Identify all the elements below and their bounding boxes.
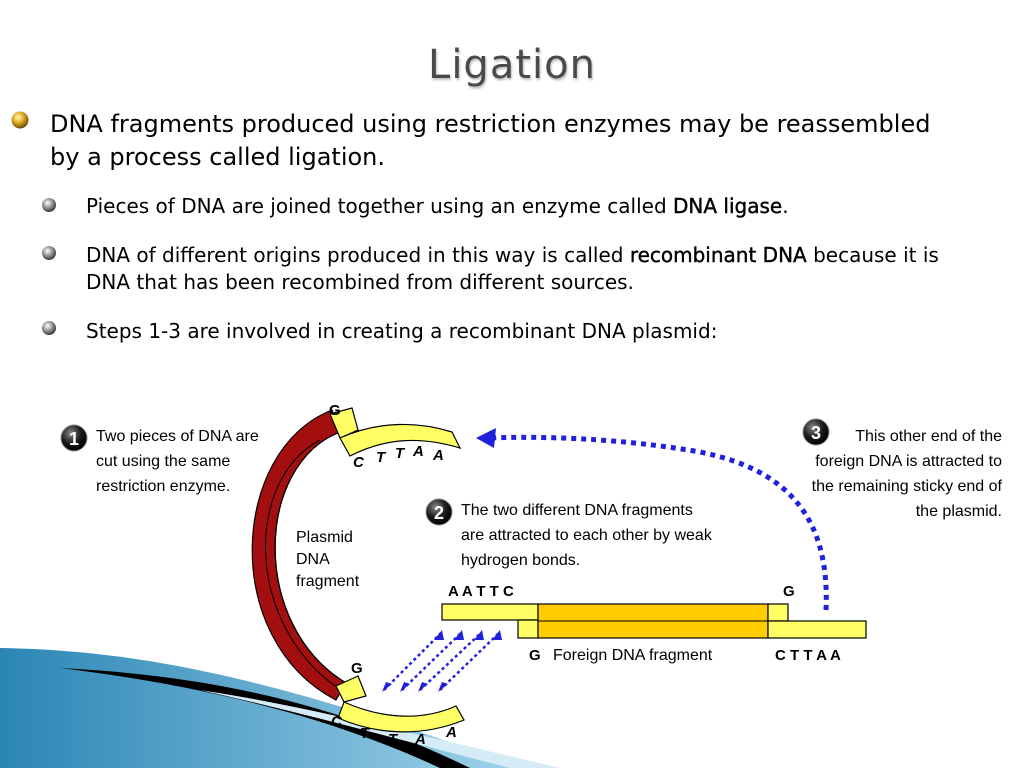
base-letter: C (353, 454, 365, 471)
base-letter: A (414, 731, 426, 748)
bullet-text: DNA of different origins produced in thi… (86, 243, 630, 267)
step-number: 1 (69, 429, 79, 449)
plasmid-sticky-end-top (329, 407, 462, 457)
base-letter: A (412, 443, 424, 460)
step-3-text: This other end of the foreign DNA is att… (811, 428, 1002, 520)
attraction-arrow (489, 434, 829, 611)
base-letter: A (432, 447, 444, 464)
bullet-text: Pieces of DNA are joined together using … (86, 194, 674, 218)
base-letter: T (376, 449, 387, 466)
base-letter: G (529, 647, 541, 664)
attraction-arrowhead (476, 428, 496, 448)
step-number: 3 (811, 423, 821, 443)
base-letter: G (783, 583, 795, 600)
step-number: 2 (434, 503, 444, 523)
base-letter: T (360, 725, 371, 742)
decorative-swoosh (0, 648, 560, 768)
step-2-text: The two different DNA fragments are attr… (461, 502, 712, 569)
step-3-badge: 3 (802, 418, 830, 446)
step-1-badge: 1 (60, 424, 88, 452)
plasmid-sticky-end-bottom (335, 675, 465, 733)
bullet-steps: Steps 1-3 are involved in creating a rec… (86, 319, 718, 343)
bullet-dna-ligase: Pieces of DNA are joined together using … (86, 193, 966, 220)
step-2-badge: 2 (425, 498, 453, 526)
bullet-text: . (782, 194, 789, 218)
bullet-text: because it is DNA that has been recombin… (86, 243, 939, 294)
bullet-main: DNA fragments produced using restriction… (50, 110, 931, 171)
base-letter: G (351, 660, 363, 677)
foreign-fragment-label: Foreign DNA fragment (553, 647, 713, 664)
base-letter: T (395, 445, 406, 462)
base-letter: G (329, 402, 341, 419)
bold-term-recombinant-dna: recombinant DNA (629, 243, 807, 267)
bold-term-dna-ligase: DNA ligase (673, 194, 783, 218)
base-letter: C (331, 713, 343, 730)
base-letter: T (388, 731, 399, 748)
bullet-recombinant: DNA of different origins produced in thi… (86, 242, 966, 296)
slide-title: Ligation (428, 42, 596, 88)
foreign-dna-fragment (441, 603, 867, 639)
arrowheads (382, 630, 502, 692)
base-sequence: C T T A A (775, 647, 841, 664)
hydrogen-bond-arrows (383, 631, 501, 691)
step-1-text: Two pieces of DNA are cut using the same… (96, 428, 259, 495)
plasmid-label: Plasmid DNA fragment (296, 529, 360, 590)
base-sequence: A A T T C (448, 583, 514, 600)
base-letter: A (445, 724, 457, 741)
